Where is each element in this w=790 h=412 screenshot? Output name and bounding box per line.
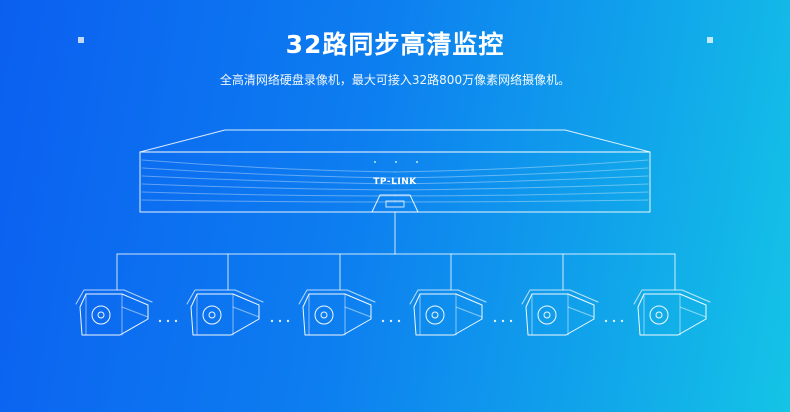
camera-1-icon xyxy=(75,289,153,336)
ellipsis-dots xyxy=(158,319,624,323)
camera-6-icon xyxy=(633,289,711,336)
decor-dot-left xyxy=(78,37,84,43)
nvr-icon xyxy=(139,129,651,213)
camera-4-icon xyxy=(409,289,487,336)
banner-subtitle: 全高清网络硬盘录像机，最大可接入32路800万像素网络摄像机。 xyxy=(219,73,571,87)
network-lines xyxy=(116,211,676,291)
decor-dot-right xyxy=(707,37,713,43)
camera-2-icon xyxy=(186,289,264,336)
brand-logo: TP-LINK xyxy=(373,177,417,187)
camera-5-icon xyxy=(521,289,599,336)
camera-3-icon xyxy=(298,289,376,336)
banner-title: 32路同步高清监控 xyxy=(285,30,505,59)
